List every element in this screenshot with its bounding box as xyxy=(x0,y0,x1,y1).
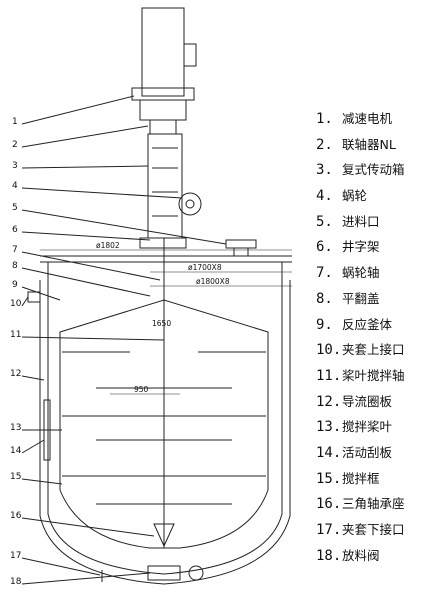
callout-18: 18 xyxy=(10,577,22,587)
motor-mount xyxy=(139,99,187,121)
legend-label: 蜗轮轴 xyxy=(342,265,380,281)
frame xyxy=(139,237,187,249)
legend-label: 平翻盖 xyxy=(342,290,380,306)
legend-label: 活动刮板 xyxy=(342,444,393,460)
legend-item: 11.桨叶搅拌轴 xyxy=(316,365,436,391)
legend-item: 3. 复式传动箱 xyxy=(316,159,436,185)
legend-number: 1. xyxy=(316,111,333,127)
legend-item: 6. 井字架 xyxy=(316,236,436,262)
legend-item: 13.搅拌桨叶 xyxy=(316,416,436,442)
legend-label: 复式传动箱 xyxy=(342,162,405,178)
legend-number: 8. xyxy=(316,290,333,307)
callout-5: 5 xyxy=(12,203,18,213)
legend-label: 联轴器NL xyxy=(342,136,396,152)
legend-label: 放料阀 xyxy=(342,547,380,563)
legend-number: 15. xyxy=(316,470,342,487)
legend-label: 反应釜体 xyxy=(342,316,393,332)
legend-number: 10. xyxy=(316,342,342,359)
motor-side-box xyxy=(183,43,197,67)
legend-number: 13. xyxy=(316,419,342,436)
legend-item: 7. 蜗轮轴 xyxy=(316,262,436,288)
legend-item: 5. 进料口 xyxy=(316,211,436,237)
callout-9: 9 xyxy=(12,280,18,290)
legend-label: 进料口 xyxy=(342,213,380,229)
legend-item: 10.夹套上接口 xyxy=(316,339,436,365)
stirrer-frame xyxy=(59,299,269,549)
legend-item: 2. 联轴器NL xyxy=(316,134,436,160)
callout-16: 16 xyxy=(10,511,22,521)
dim-1802: ø1802 xyxy=(96,241,120,250)
callout-4: 4 xyxy=(12,181,18,191)
legend-number: 2. xyxy=(316,136,333,153)
worm-wheel xyxy=(178,192,202,216)
legend-number: 16. xyxy=(316,496,342,513)
legend-item: 16.三角轴承座 xyxy=(316,493,436,519)
legend-number: 4. xyxy=(316,188,333,205)
coupling xyxy=(149,119,177,135)
callout-8: 8 xyxy=(12,261,18,271)
dim-1650: 1650 xyxy=(152,319,171,328)
jacket xyxy=(39,280,291,585)
legend-number: 17. xyxy=(316,522,342,538)
callout-1: 1 xyxy=(12,117,18,127)
callout-2: 2 xyxy=(12,140,18,150)
callout-13: 13 xyxy=(10,423,21,433)
callout-14: 14 xyxy=(10,446,22,456)
legend-label: 夹套下接口 xyxy=(342,522,405,537)
callout-17: 17 xyxy=(10,551,21,561)
legend-number: 11. xyxy=(316,367,342,384)
jacket-upper-inlet xyxy=(27,291,41,303)
parts-legend: 1.减速电机 2.联轴器NL 3.复式传动箱 4.蜗轮 5.进料口 6.井字架 … xyxy=(316,108,436,570)
legend-number: 9. xyxy=(316,316,333,333)
legend-number: 5. xyxy=(316,213,333,230)
legend-number: 12. xyxy=(316,393,342,410)
legend-item: 8. 平翻盖 xyxy=(316,288,436,314)
legend-label: 桨叶搅拌轴 xyxy=(342,367,405,383)
callout-12: 12 xyxy=(10,369,21,379)
motor-body xyxy=(141,7,185,97)
legend-label: 三角轴承座 xyxy=(342,496,405,512)
dim-950: 950 xyxy=(134,385,149,394)
inlet-nozzle xyxy=(225,239,257,249)
legend-item: 14.活动刮板 xyxy=(316,442,436,468)
callout-10: 10 xyxy=(10,299,22,309)
callout-11: 11 xyxy=(10,330,21,340)
legend-label: 搅拌框 xyxy=(342,470,380,486)
legend-label: 蜗轮 xyxy=(342,188,368,204)
legend-number: 14. xyxy=(316,444,342,461)
callout-7: 7 xyxy=(12,245,18,255)
callout-15: 15 xyxy=(10,472,21,482)
legend-label: 井字架 xyxy=(342,239,380,255)
callout-6: 6 xyxy=(12,225,18,235)
legend-item: 9. 反应釜体 xyxy=(316,314,436,340)
bearing-seat xyxy=(153,523,175,548)
legend-label: 夹套上接口 xyxy=(342,342,405,358)
gearbox xyxy=(147,133,183,239)
callout-3: 3 xyxy=(12,161,18,171)
dim-1800: ø1800X8 xyxy=(196,277,230,286)
legend-item: 1. 减速电机 xyxy=(316,108,436,134)
legend-number: 7. xyxy=(316,265,333,282)
legend-item: 4. 蜗轮 xyxy=(316,185,436,211)
legend-item: 12.导流圈板 xyxy=(316,391,436,417)
vessel-shell xyxy=(47,262,283,575)
dim-1700: ø1700X8 xyxy=(188,263,222,272)
legend-label: 搅拌桨叶 xyxy=(342,419,393,435)
legend-item: 15.搅拌框 xyxy=(316,468,436,494)
motor-flange xyxy=(131,87,195,101)
legend-label: 减速电机 xyxy=(342,111,393,126)
legend-number: 18. xyxy=(316,547,342,564)
legend-label: 导流圈板 xyxy=(342,393,393,409)
legend-number: 6. xyxy=(316,239,333,256)
legend-item: 17.夹套下接口 xyxy=(316,519,436,545)
legend-item: 18.放料阀 xyxy=(316,545,436,571)
legend-number: 3. xyxy=(316,162,333,179)
